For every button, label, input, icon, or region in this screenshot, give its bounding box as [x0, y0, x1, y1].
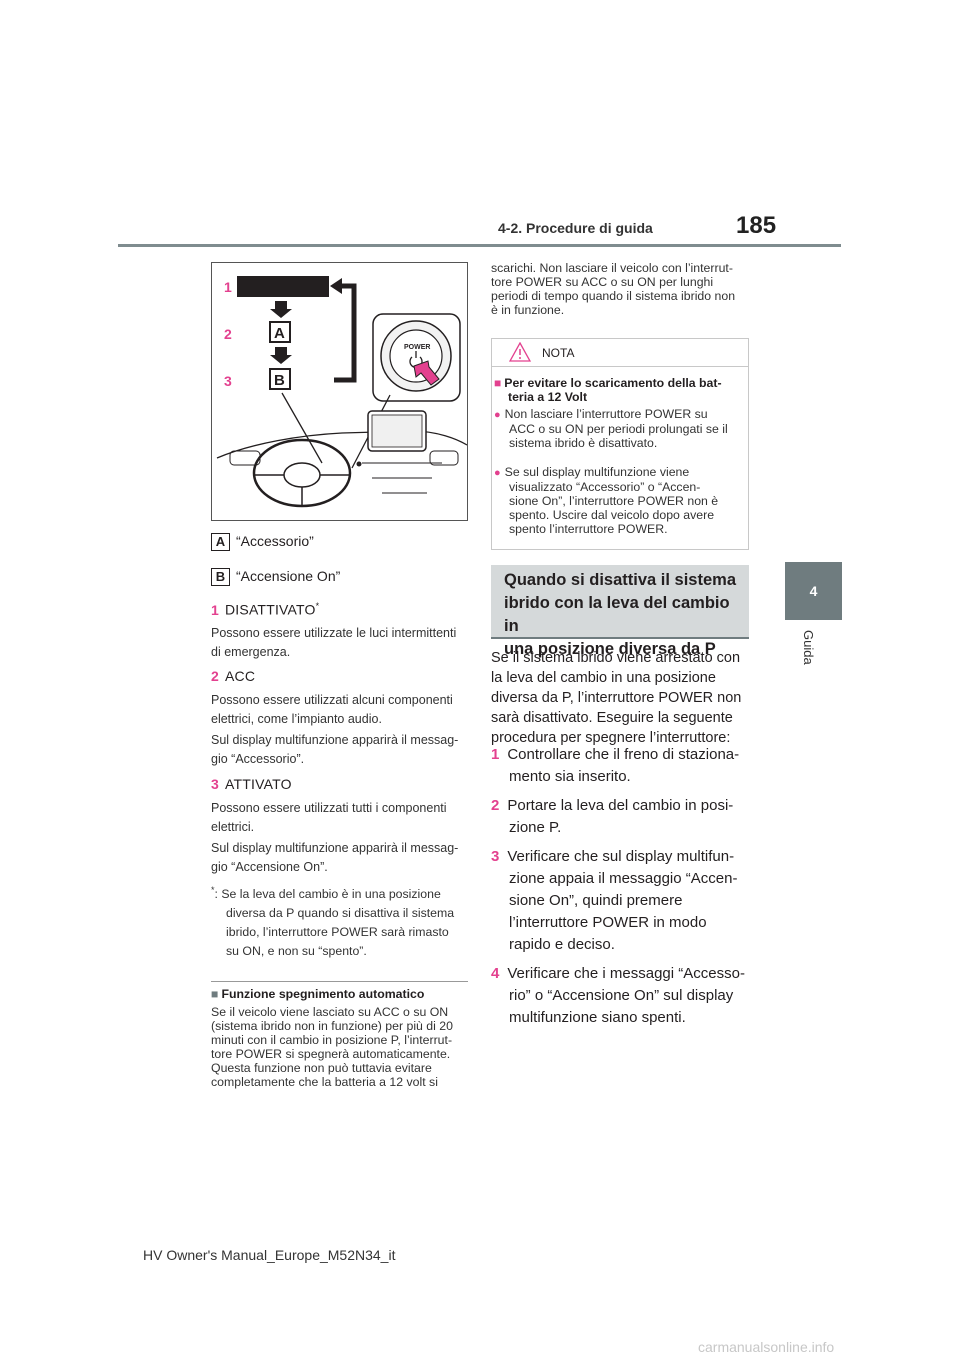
power-switch-diagram: 1 A 2 B 3 POWER [216, 276, 467, 508]
legend-a-text: “Accessorio” [236, 533, 314, 549]
legend-a: A “Accessorio” [211, 533, 314, 552]
footnote: *: Se la leva del cambio è in una posizi… [211, 885, 455, 959]
circle-bullet-icon: ● [494, 467, 501, 479]
note-bullet-2: ●Se sul display multifunzione viene visu… [494, 465, 719, 536]
square-bullet-icon: ■ [494, 376, 502, 390]
steering-spokes [254, 474, 350, 506]
pointer-arrow-icon [413, 360, 440, 386]
display-screen [371, 414, 423, 448]
key-b-box [269, 368, 291, 390]
legend-b-text: “Accensione On” [236, 568, 341, 584]
section-heading-block [491, 565, 749, 638]
console-lines [362, 462, 442, 494]
note-header: NOTA [492, 339, 748, 367]
section-title: 4-2. Procedure di guida [498, 220, 653, 236]
diagram-number-2: 2 [224, 326, 232, 342]
diagram-number-3: 3 [224, 373, 232, 389]
item-3-text: Possono essere utilizzati tutti i compon… [211, 801, 459, 874]
key-b-icon: B [211, 568, 230, 587]
square-bullet-icon: ■ [211, 987, 219, 1001]
air-vent [229, 450, 261, 466]
air-vent [429, 450, 459, 466]
section-heading-rule [491, 637, 749, 639]
legend-b: B “Accensione On” [211, 568, 341, 587]
page-number: 185 [736, 212, 777, 239]
warning-triangle-icon [509, 342, 531, 362]
note-bullet-1: ●Non lasciare l’interruttore POWER su AC… [494, 407, 728, 450]
key-b-letter: B [274, 372, 285, 389]
continued-text: scarichi. Non lasciare il veicolo con l’… [491, 261, 736, 317]
header-rule [118, 244, 841, 247]
auto-off-title: ■Funzione spegnimento automatico [211, 987, 425, 1001]
chapter-tab: 4 [785, 562, 842, 620]
item-1-text: Possono essere utilizzate le luci interm… [211, 626, 457, 659]
watermark: carmanualsonline.info [698, 1339, 835, 1355]
arrow-down-icon [270, 347, 292, 364]
power-switch-illustration: 1 A 2 B 3 POWER [211, 262, 468, 521]
note-label: NOTA [542, 346, 575, 360]
chapter-number: 4 [809, 583, 818, 599]
arrow-down-icon [270, 301, 292, 318]
intro-text: Se il sistema ibrido viene arrestato con… [491, 650, 742, 746]
circle-bullet-icon: ● [494, 409, 501, 421]
key-a-letter: A [274, 325, 285, 342]
mode-off-box [237, 276, 329, 297]
chapter-label: Guida [801, 630, 816, 665]
arrow-left-icon [330, 278, 342, 294]
power-switch-location [356, 461, 362, 467]
note-title: ■Per evitare lo scaricamento della bat- … [494, 376, 722, 404]
item-2-text: Possono essere utilizzati alcuni compone… [211, 693, 459, 766]
footer-manual-name: HV Owner's Manual_Europe_M52N34_it [143, 1247, 396, 1263]
dashboard-outline [216, 430, 467, 459]
key-a-box [269, 321, 291, 343]
diagram-number-1: 1 [224, 279, 232, 295]
loop-arrow [334, 283, 357, 383]
key-a-icon: A [211, 533, 230, 552]
steering-hub [283, 462, 321, 488]
section-divider [211, 981, 468, 982]
auto-off-text: Se il veicolo viene lasciato su ACC o su… [211, 1005, 453, 1089]
power-button-label: POWER [404, 344, 430, 351]
note-box [491, 338, 749, 550]
